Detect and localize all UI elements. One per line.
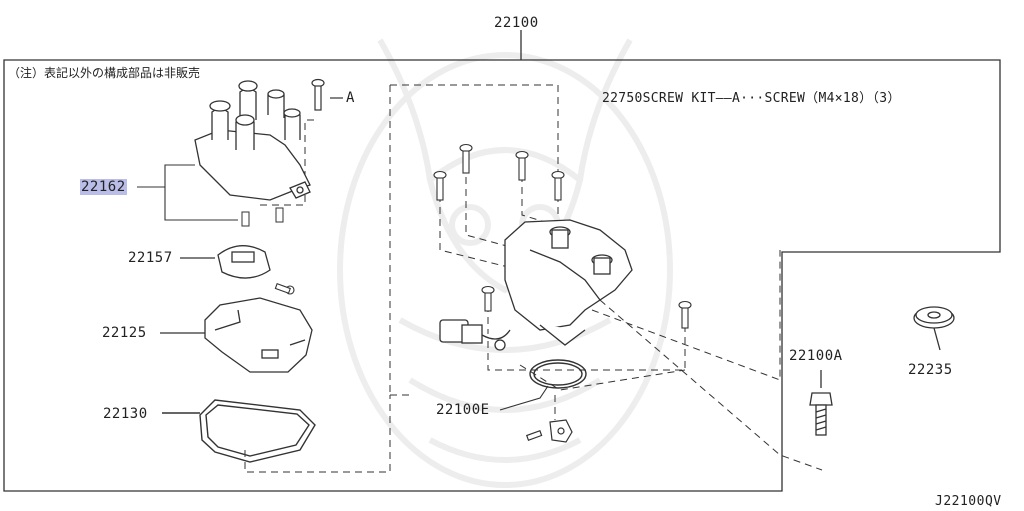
dashed-subassembly-lines [244, 84, 823, 473]
distributor-body [504, 219, 633, 346]
coupling-pin [525, 419, 573, 443]
bolt [809, 370, 833, 436]
washer [913, 306, 955, 351]
leader-lines [137, 164, 549, 411]
highlighted-part-number[interactable]: 22162 [80, 179, 127, 195]
assembly-part-number: 22100 [494, 15, 539, 31]
screw-kit-label: 22750SCREW KIT——A···SCREW（M4×18）（3） [602, 91, 901, 106]
watermark-emblem [337, 38, 673, 488]
part-number-bolt[interactable]: 22100A [789, 348, 843, 364]
gasket [162, 399, 316, 463]
sensor-connector [439, 319, 511, 351]
assembly-frame [3, 30, 1001, 492]
callout-a: A [346, 90, 355, 106]
part-number-o-ring[interactable]: 22100E [436, 402, 490, 418]
rotor [180, 245, 271, 279]
inner-cover [160, 297, 313, 373]
distributor-cap [194, 80, 311, 201]
rotor-screw [274, 283, 295, 295]
figure-code: J22100QV [935, 494, 1002, 509]
cap-springs [241, 207, 284, 227]
screw-a [311, 78, 343, 111]
not-sold-note: （注）表記以外の構成部品は非販売 [8, 66, 201, 80]
part-number-washer[interactable]: 22235 [908, 362, 953, 378]
part-number-cover[interactable]: 22125 [102, 325, 147, 341]
part-number-rotor[interactable]: 22157 [128, 250, 173, 266]
o-ring [529, 359, 587, 389]
part-number-gasket[interactable]: 22130 [103, 406, 148, 422]
body-screws [433, 143, 692, 329]
